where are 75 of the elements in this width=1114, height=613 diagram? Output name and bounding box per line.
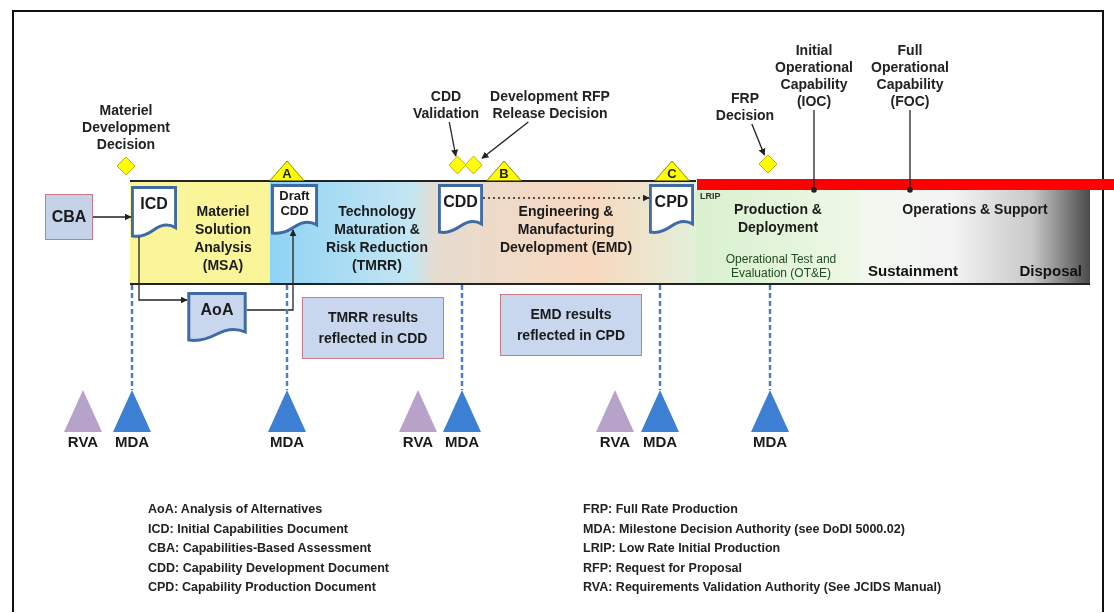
phase-title: Engineering & Manufacturing Development (EMD) xyxy=(498,202,634,256)
abbreviation-definition: CPD: Capability Production Document xyxy=(148,579,377,596)
abbreviation-definition: RFP: Request for Proposal xyxy=(583,559,744,577)
milestone-text: Development RFP Release Decision xyxy=(489,88,611,122)
arrow xyxy=(751,123,766,156)
document-label: CDD xyxy=(443,192,478,212)
authority-label: RVA xyxy=(402,433,434,450)
document-icon xyxy=(131,186,177,238)
arrow xyxy=(246,229,297,311)
note-text: EMD results reflected in CPD xyxy=(515,305,627,345)
abbreviation-definition: CBA: Capabilities-Based Assessment xyxy=(148,540,373,557)
milestone-text: CDD Validation xyxy=(411,88,481,122)
arrow xyxy=(481,121,529,159)
authority-label: MDA xyxy=(642,433,678,450)
dashed-connector xyxy=(768,285,772,390)
document-icon xyxy=(187,292,247,342)
authority-label: MDA xyxy=(752,433,788,450)
document-label: Draft CDD xyxy=(278,188,311,218)
abbreviation-definition: RVA: Requirements Validation Authority (See JCIDS Manual) xyxy=(583,579,942,596)
milestone-text: Full Operational Capability (FOC) xyxy=(870,42,950,110)
abbreviation-definition: ICD: Initial Capabilities Document xyxy=(148,520,350,538)
decision-diamond xyxy=(465,156,482,174)
phase-title: Technology Maturation & Risk Reduction (TMRR) xyxy=(325,202,429,274)
dashed-connector xyxy=(130,285,134,390)
milestone-text: FRP Decision xyxy=(714,90,776,124)
authority-label: MDA xyxy=(269,433,305,450)
abbreviation-definition: MDA: Milestone Decision Authority (see DoDI 5000.02) xyxy=(583,520,906,538)
document-box xyxy=(45,194,93,240)
abbreviation-definition: FRP: Full Rate Production xyxy=(583,501,739,518)
milestone-letter: B xyxy=(499,166,509,181)
document-icon xyxy=(649,184,694,234)
document-label: AoA xyxy=(200,300,234,320)
phase-title: Operations & Support xyxy=(902,200,1048,218)
milestone-letter: C xyxy=(667,166,677,181)
milestone-triangle xyxy=(486,160,522,181)
dashed-connector xyxy=(658,285,662,390)
milestone-text: Initial Operational Capability (IOC) xyxy=(775,42,853,110)
dashed-connector xyxy=(460,285,464,390)
milestone-label: Materiel Development Decision xyxy=(82,102,170,152)
milestone-triangle xyxy=(654,160,690,181)
phase-subtitle: Disposal xyxy=(1018,262,1083,280)
phase-note: LRIP xyxy=(700,191,721,201)
document-label: ICD xyxy=(140,194,168,214)
authority-label: MDA xyxy=(114,433,150,450)
decision-diamond xyxy=(759,155,777,173)
note-box xyxy=(500,294,642,356)
note-text: TMRR results reflected in CDD xyxy=(317,308,429,348)
milestone-letter: A xyxy=(282,166,292,181)
note-box xyxy=(302,297,444,359)
decision-diamond xyxy=(449,156,466,174)
phase-band xyxy=(696,190,860,285)
phase-title: Materiel Solution Analysis (MSA) xyxy=(193,202,253,274)
abbreviation-definition: AoA: Analysis of Alternatives xyxy=(148,501,324,518)
abbreviation-definition: LRIP: Low Rate Initial Production xyxy=(583,540,782,557)
arrow xyxy=(138,236,188,304)
phase-subtitle: Operational Test and Evaluation (OT&E) xyxy=(724,252,838,280)
phase-title: Production & Deployment xyxy=(733,200,823,236)
phase-band xyxy=(860,190,1090,285)
document-icon xyxy=(438,184,483,234)
phase-band xyxy=(130,180,270,285)
document-label: CBA xyxy=(51,207,87,227)
abbreviation-definition: CDD: Capability Development Document xyxy=(148,559,389,577)
milestone-triangle xyxy=(269,160,305,181)
authority-label: RVA xyxy=(67,433,99,450)
dashed-connector xyxy=(285,285,289,390)
arrow xyxy=(448,121,459,157)
arrow xyxy=(92,213,132,221)
authority-label: MDA xyxy=(444,433,480,450)
authority-label: RVA xyxy=(599,433,631,450)
dashed-connector xyxy=(482,194,650,202)
phase-band xyxy=(436,180,696,285)
phase-subtitle: Sustainment xyxy=(867,262,959,280)
phase-band xyxy=(270,180,436,285)
document-icon xyxy=(271,184,318,235)
document-label: CPD xyxy=(654,192,689,212)
